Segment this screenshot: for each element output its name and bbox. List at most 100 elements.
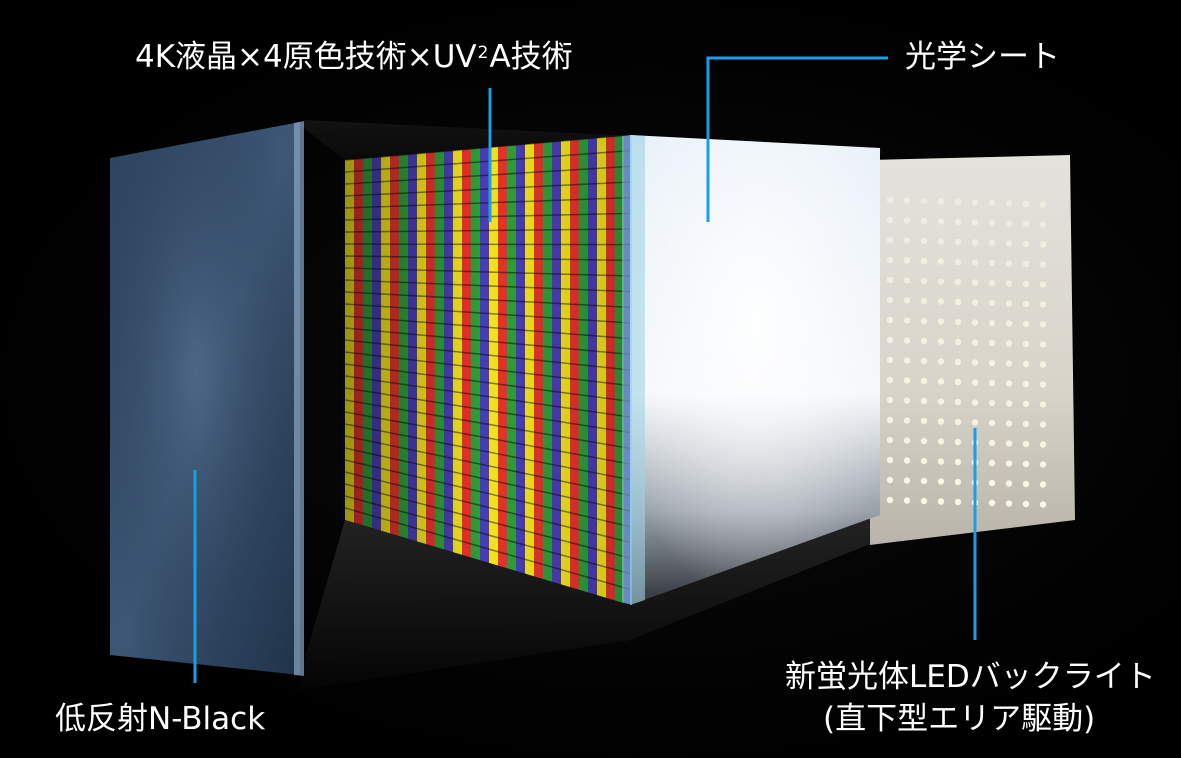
led-dot (1039, 501, 1047, 508)
led-dot (886, 376, 894, 384)
led-dot (920, 297, 928, 305)
led-dot (903, 397, 911, 404)
led-dot (971, 339, 979, 346)
led-dot (920, 337, 928, 345)
led-dot (886, 236, 894, 244)
led-dot (971, 279, 979, 286)
led-dot (937, 478, 945, 485)
led-dot (954, 418, 962, 426)
led-dot (937, 418, 945, 425)
led-dot (937, 198, 945, 205)
led-dot (988, 479, 996, 487)
led-dot (920, 277, 928, 285)
led-dot (954, 218, 962, 226)
led-dot (1022, 240, 1030, 248)
led-dot (903, 297, 911, 304)
led-dot (1005, 300, 1013, 307)
led-dot (954, 378, 962, 386)
led-dot (988, 339, 996, 347)
led-dot (1022, 400, 1030, 408)
led-dot (1039, 241, 1047, 248)
led-dot (1039, 321, 1047, 328)
led-dot (1039, 461, 1047, 468)
lcd-technology-label-suffix: A技術 (489, 39, 573, 75)
led-dot (937, 498, 945, 505)
led-dot (903, 497, 911, 504)
led-dot (920, 397, 928, 405)
led-dot (1005, 500, 1013, 507)
led-dot (1005, 200, 1013, 207)
led-dot (1039, 301, 1047, 308)
led-dot (988, 399, 996, 407)
led-dot (954, 358, 962, 366)
led-dot (1039, 361, 1047, 368)
led-dot (903, 237, 911, 244)
led-grid (886, 196, 1047, 508)
lcd-technology-label-superscript: 2 (477, 43, 489, 63)
led-dot (903, 357, 911, 364)
led-dot (954, 458, 962, 466)
led-dot (937, 218, 945, 225)
led-dot (886, 316, 894, 324)
led-dot (886, 196, 894, 204)
led-dot (988, 299, 996, 307)
led-dot (886, 496, 894, 504)
led-dot (988, 499, 996, 507)
led-dot (1005, 400, 1013, 407)
led-dot (886, 456, 894, 464)
led-dot (971, 239, 979, 246)
led-dot (937, 438, 945, 445)
led-dot (1022, 300, 1030, 308)
led-dot (903, 437, 911, 444)
led-dot (1022, 480, 1030, 488)
led-dot (971, 219, 979, 226)
led-dot (886, 276, 894, 284)
led-dot (954, 258, 962, 266)
led-dot (1022, 460, 1030, 468)
led-dot (1039, 441, 1047, 448)
led-dot (920, 497, 928, 505)
led-dot (920, 477, 928, 485)
led-dot (886, 396, 894, 404)
led-dot (1022, 340, 1030, 348)
led-dot (954, 438, 962, 446)
led-dot (954, 318, 962, 326)
led-backlight-layer (870, 155, 1075, 545)
led-dot (1005, 260, 1013, 267)
led-dot (1005, 440, 1013, 447)
led-dot (903, 337, 911, 344)
lcd-panel-layer (345, 135, 632, 605)
led-dot (903, 217, 911, 224)
led-dot (903, 197, 911, 204)
led-backlight-sublabel: (直下型エリア駆動) (823, 701, 1096, 737)
led-dot (886, 216, 894, 224)
led-dot (988, 319, 996, 327)
led-dot (903, 377, 911, 384)
low-reflection-panel-layer (110, 121, 304, 676)
led-dot (1005, 380, 1013, 387)
led-dot (937, 358, 945, 365)
led-dot (1022, 360, 1030, 368)
led-dot (937, 318, 945, 325)
led-dot (1039, 281, 1047, 288)
led-dot (920, 377, 928, 385)
led-dot (988, 459, 996, 467)
led-dot (1039, 481, 1047, 488)
led-dot (1005, 460, 1013, 467)
led-dot (937, 378, 945, 385)
led-dot (920, 417, 928, 425)
led-dot (903, 277, 911, 284)
led-dot (1022, 440, 1030, 448)
enclosure-bottom (300, 515, 880, 690)
lcd-technology-label-main: 4K液晶×4原色技術×UV (135, 39, 477, 75)
led-dot (971, 259, 979, 266)
led-dot (903, 417, 911, 424)
led-dot (954, 238, 962, 246)
led-dot (1022, 220, 1030, 228)
led-dot (920, 437, 928, 445)
led-dot (1022, 320, 1030, 328)
leader-line-optical-sheet (706, 56, 888, 222)
led-dot (920, 457, 928, 465)
